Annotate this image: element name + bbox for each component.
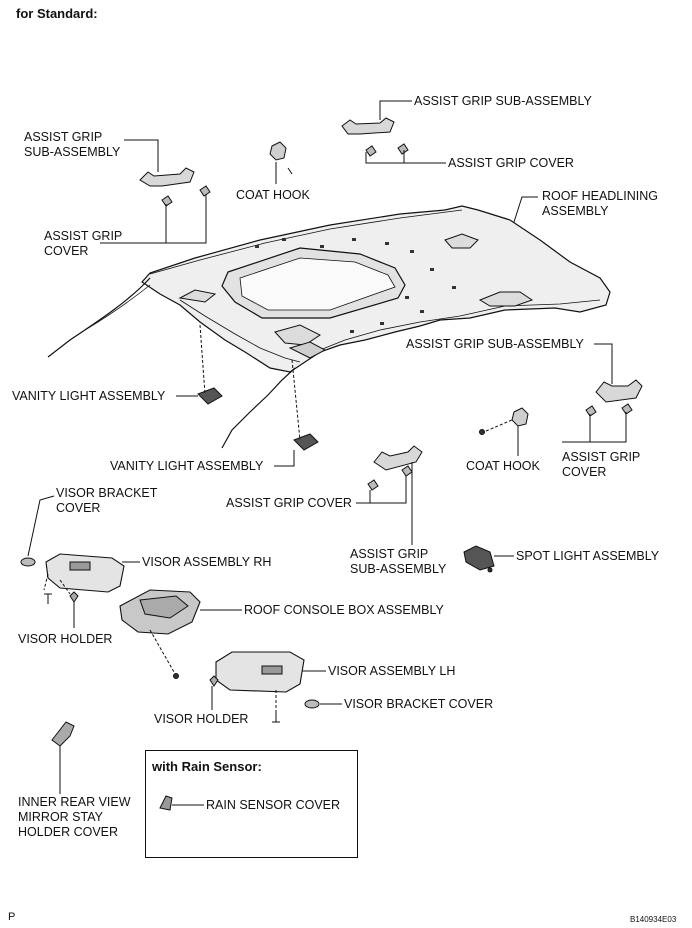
label-assist-grip-sub-assembly-left: ASSIST GRIP SUB-ASSEMBLY xyxy=(24,130,121,159)
visor-rh-part xyxy=(20,553,125,604)
footer-page-letter: P xyxy=(8,911,16,923)
label-roof-console-box-assembly: ROOF CONSOLE BOX ASSEMBLY xyxy=(244,603,444,617)
label-visor-bracket-cover-left: VISOR BRACKET COVER xyxy=(56,486,158,515)
label-vanity-light-assembly-2: VANITY LIGHT ASSEMBLY xyxy=(110,459,264,473)
spot-light-part xyxy=(463,545,495,573)
label-assist-grip-cover-mid: ASSIST GRIP COVER xyxy=(226,496,352,510)
label-assist-grip-sub-assembly-mid: ASSIST GRIP SUB-ASSEMBLY xyxy=(350,547,447,576)
label-assist-grip-sub-assembly-right: ASSIST GRIP SUB-ASSEMBLY xyxy=(406,337,584,351)
vanity-light-2-part xyxy=(291,359,319,451)
vanity-light-1-part xyxy=(197,324,223,405)
label-assist-grip-sub-assembly-top: ASSIST GRIP SUB-ASSEMBLY xyxy=(414,94,592,108)
label-visor-assembly-rh: VISOR ASSEMBLY RH xyxy=(142,555,272,569)
label-coat-hook-right: COAT HOOK xyxy=(466,459,540,473)
rain-sensor-inset-box xyxy=(145,750,358,858)
assist-grip-left-part xyxy=(139,167,211,207)
label-visor-holder-mid: VISOR HOLDER xyxy=(154,712,249,726)
rain-sensor-cover-part xyxy=(159,795,173,811)
label-assist-grip-cover-top: ASSIST GRIP COVER xyxy=(448,156,574,170)
label-visor-bracket-cover-right: VISOR BRACKET COVER xyxy=(344,697,494,711)
label-vanity-light-assembly-1: VANITY LIGHT ASSEMBLY xyxy=(12,389,166,403)
label-rain-sensor-cover: RAIN SENSOR COVER xyxy=(206,798,341,812)
footer-figure-id: B140934E03 xyxy=(630,915,677,924)
coat-hook-top-part xyxy=(269,141,293,175)
label-inner-rear-view-mirror-stay-holder-cover: INNER REAR VIEW MIRROR STAY HOLDER COVER xyxy=(18,795,131,839)
inset-title: with Rain Sensor: xyxy=(152,759,262,774)
diagram-title: for Standard: xyxy=(16,6,98,21)
label-roof-headlining-assembly: ROOF HEADLINING ASSEMBLY xyxy=(542,189,658,218)
assist-grip-right-part xyxy=(585,379,643,417)
assist-grip-mid-part xyxy=(367,445,423,491)
label-spot-light-assembly: SPOT LIGHT ASSEMBLY xyxy=(516,549,660,563)
coat-hook-right-part xyxy=(479,407,529,435)
mirror-stay-holder-cover-part xyxy=(51,721,75,747)
label-assist-grip-cover-right: ASSIST GRIP COVER xyxy=(562,450,641,479)
label-assist-grip-cover-left: ASSIST GRIP COVER xyxy=(44,229,123,258)
assist-grip-top-part xyxy=(341,117,409,157)
visor-lh-part xyxy=(209,651,320,723)
label-coat-hook-top: COAT HOOK xyxy=(236,188,310,202)
headlining-clip-holes xyxy=(255,238,456,333)
roof-console-box-part xyxy=(119,589,201,679)
label-visor-assembly-lh: VISOR ASSEMBLY LH xyxy=(328,664,456,678)
label-visor-holder-left: VISOR HOLDER xyxy=(18,632,113,646)
leader-lines xyxy=(27,100,627,806)
